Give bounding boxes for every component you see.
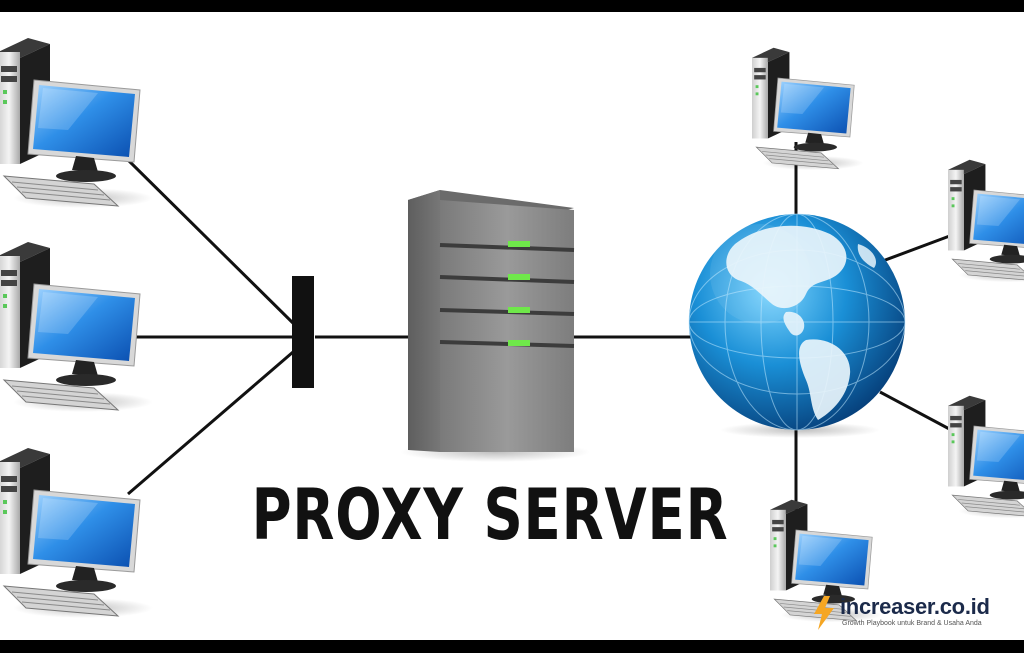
network-switch-icon (292, 276, 314, 388)
right-client-computer-lower-right (947, 395, 1024, 519)
link-globe-client-upper-right (879, 232, 956, 264)
left-client-computer-1 (0, 37, 154, 209)
brand-watermark: increaser.co.id Growth Playbook untuk Br… (808, 594, 1008, 634)
desktop-computer-icon (751, 47, 864, 171)
link-globe-client-lower-right (879, 390, 956, 434)
brand-tagline: Growth Playbook untuk Brand & Usaha Anda (842, 620, 982, 627)
internet-globe-icon (688, 213, 906, 438)
brand-name: increaser.co.id (840, 594, 990, 619)
network-diagram-canvas (0, 37, 1024, 623)
server-status-leds (508, 241, 530, 346)
desktop-computer-icon (947, 395, 1024, 519)
link-client-1-hub (126, 158, 302, 332)
link-client-3-hub (127, 344, 301, 496)
desktop-computer-icon (947, 159, 1024, 283)
right-client-computer-top (751, 47, 864, 171)
proxy-server-diagram: PROXY SERVER increaser.co.id Growth Play… (0, 12, 1024, 640)
proxy-server-icon (400, 190, 590, 462)
left-client-computer-2 (0, 241, 154, 413)
diagram-caption: PROXY SERVER (251, 474, 729, 556)
lightning-cursor-icon (814, 596, 834, 630)
right-client-computer-upper-right (947, 159, 1024, 283)
desktop-computer-icon (0, 241, 154, 413)
desktop-computer-icon (0, 37, 154, 209)
